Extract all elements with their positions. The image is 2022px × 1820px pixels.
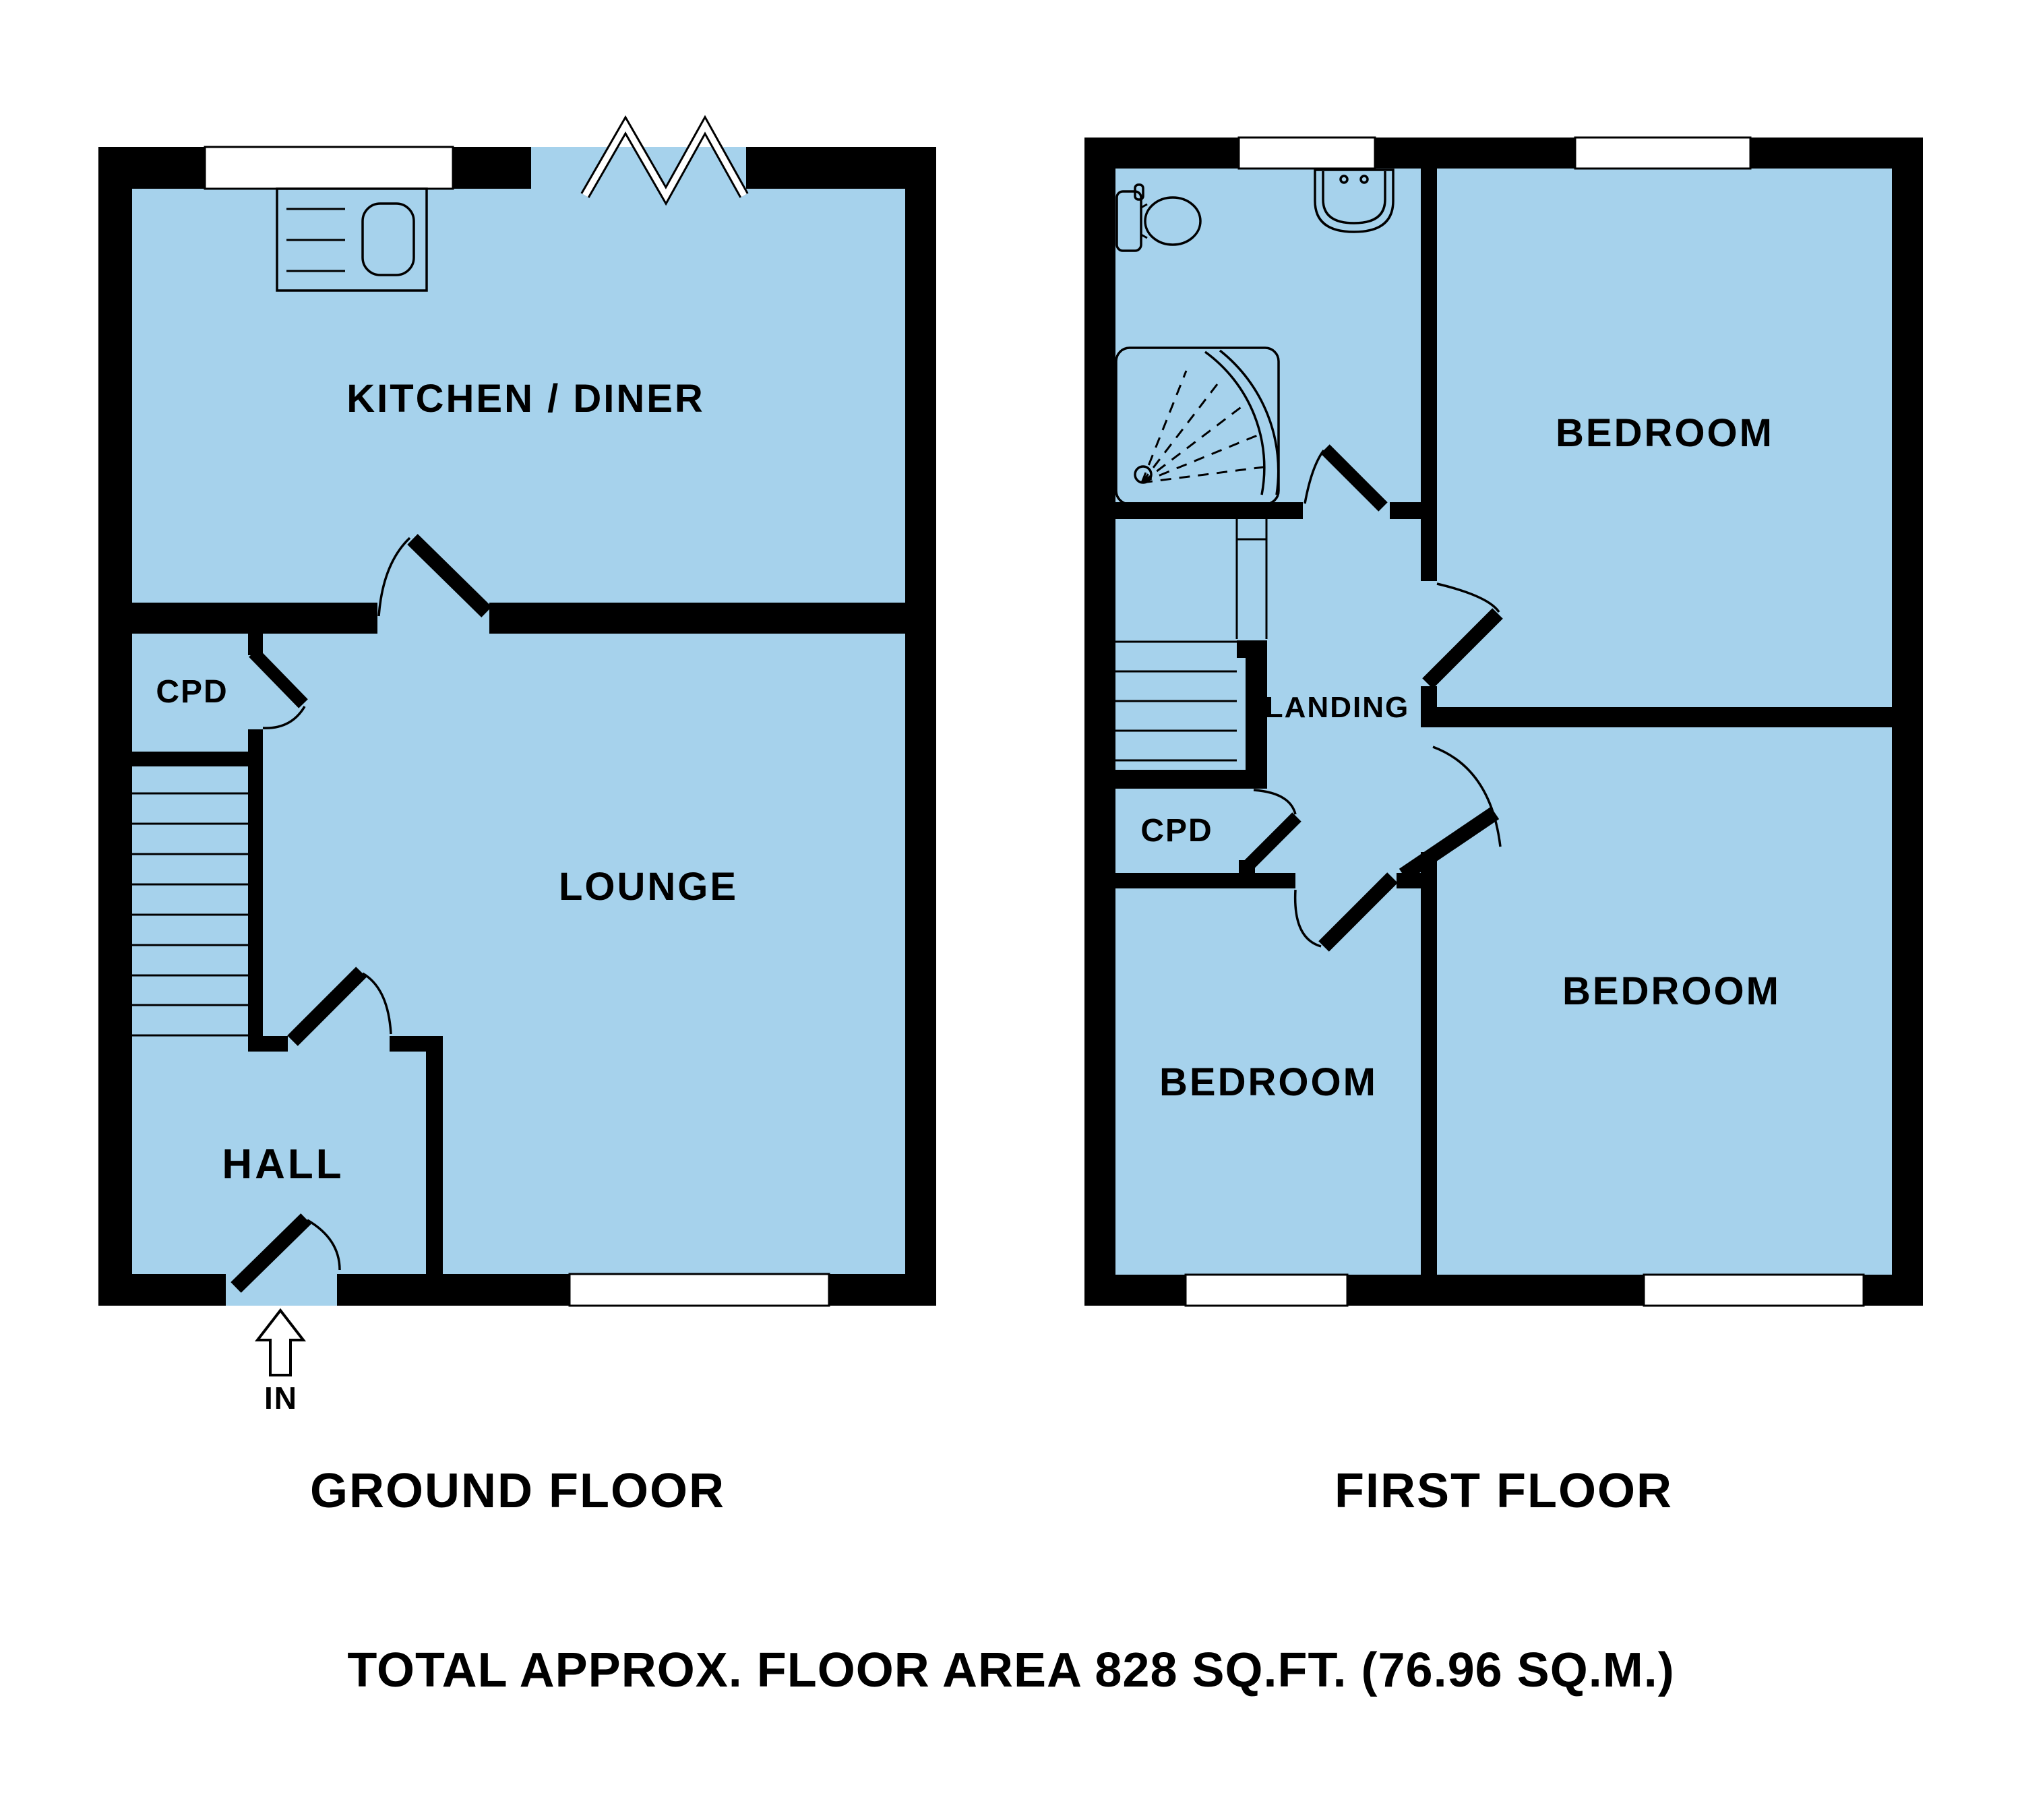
window — [1643, 1273, 1865, 1307]
wall-segment — [426, 1036, 443, 1274]
first-floor-title: FIRST FLOOR — [1335, 1464, 1673, 1518]
bedroom-top-door — [1422, 582, 1503, 689]
window — [1237, 136, 1376, 170]
wall-segment — [1084, 1275, 1186, 1306]
kitchen-diner-label: KITCHEN / DINER — [346, 377, 705, 421]
window — [1574, 136, 1752, 170]
shower-icon — [1115, 346, 1280, 506]
wall-segment — [1115, 873, 1295, 888]
wall-segment — [1115, 770, 1267, 789]
bedroom-bottom-right-label: BEDROOM — [1562, 969, 1781, 1013]
wall-segment — [1347, 1275, 1644, 1306]
cpd-first-label: CPD — [1140, 813, 1213, 849]
bedroom-bottom-left-door — [1293, 872, 1398, 952]
lounge-label: LOUNGE — [559, 865, 738, 909]
bedroom-top-label: BEDROOM — [1556, 411, 1774, 455]
entrance-label: IN — [264, 1381, 298, 1416]
wall-segment — [746, 147, 936, 189]
stairs — [1115, 519, 1268, 762]
ground-interior-walls — [129, 603, 905, 1274]
first-floor-plan: BEDROOM LANDING CPD BEDROOM BEDROOM FIRS… — [1084, 136, 1923, 1518]
entrance-arrow-icon — [254, 1308, 307, 1376]
wall-segment — [1892, 138, 1923, 1306]
window — [1184, 1273, 1349, 1307]
wall-segment — [453, 147, 531, 189]
wall-segment — [489, 603, 905, 634]
wall-segment — [129, 752, 263, 766]
wall-segment — [905, 147, 936, 1306]
hall-label: HALL — [222, 1141, 344, 1188]
wall-segment — [98, 1274, 226, 1306]
bifold-door-icon — [580, 115, 749, 206]
cpd-first-door — [1244, 789, 1301, 870]
wall-segment — [1246, 640, 1267, 789]
wall-segment — [1390, 502, 1421, 519]
wall-segment — [1237, 640, 1267, 658]
kitchen-sink-icon — [276, 187, 428, 292]
hall-door — [287, 967, 392, 1046]
ground-outer-walls — [98, 147, 936, 1306]
wall-segment — [1421, 686, 1437, 727]
wall-segment — [129, 603, 377, 634]
landing-label: LANDING — [1265, 691, 1409, 724]
cpd-door — [249, 648, 308, 729]
kitchen-door — [377, 534, 492, 617]
first-outer-walls — [1084, 138, 1923, 1306]
wall-segment — [1421, 169, 1437, 581]
wall-segment — [337, 1274, 570, 1306]
ground-floor-plan: KITCHEN / DINER CPD LOUNGE HALL IN GROUN… — [98, 115, 936, 1518]
cpd-label: CPD — [156, 674, 228, 710]
ground-floor-area — [129, 162, 905, 1274]
toilet-icon — [1115, 183, 1202, 252]
stairs — [132, 792, 248, 1037]
window — [568, 1273, 830, 1307]
bathroom-sink-icon — [1314, 169, 1395, 233]
wall-segment — [1437, 707, 1892, 727]
wall-segment — [1084, 138, 1115, 1306]
window — [204, 146, 454, 190]
wall-segment — [1421, 852, 1437, 1275]
wall-segment — [98, 147, 132, 1306]
wall-segment — [248, 729, 263, 1052]
bathroom-door — [1304, 444, 1388, 512]
ground-floor-title: GROUND FLOOR — [310, 1464, 725, 1518]
wall-segment — [1375, 138, 1575, 169]
wall-segment — [1864, 1275, 1923, 1306]
wall-segment — [248, 1036, 288, 1052]
total-area-text: TOTAL APPROX. FLOOR AREA 828 SQ.FT. (76.… — [347, 1643, 1674, 1697]
wall-segment — [829, 1274, 936, 1306]
bedroom-bottom-left-label: BEDROOM — [1159, 1060, 1378, 1104]
bedroom-bottom-right-door — [1399, 746, 1502, 882]
front-door — [231, 1213, 341, 1293]
